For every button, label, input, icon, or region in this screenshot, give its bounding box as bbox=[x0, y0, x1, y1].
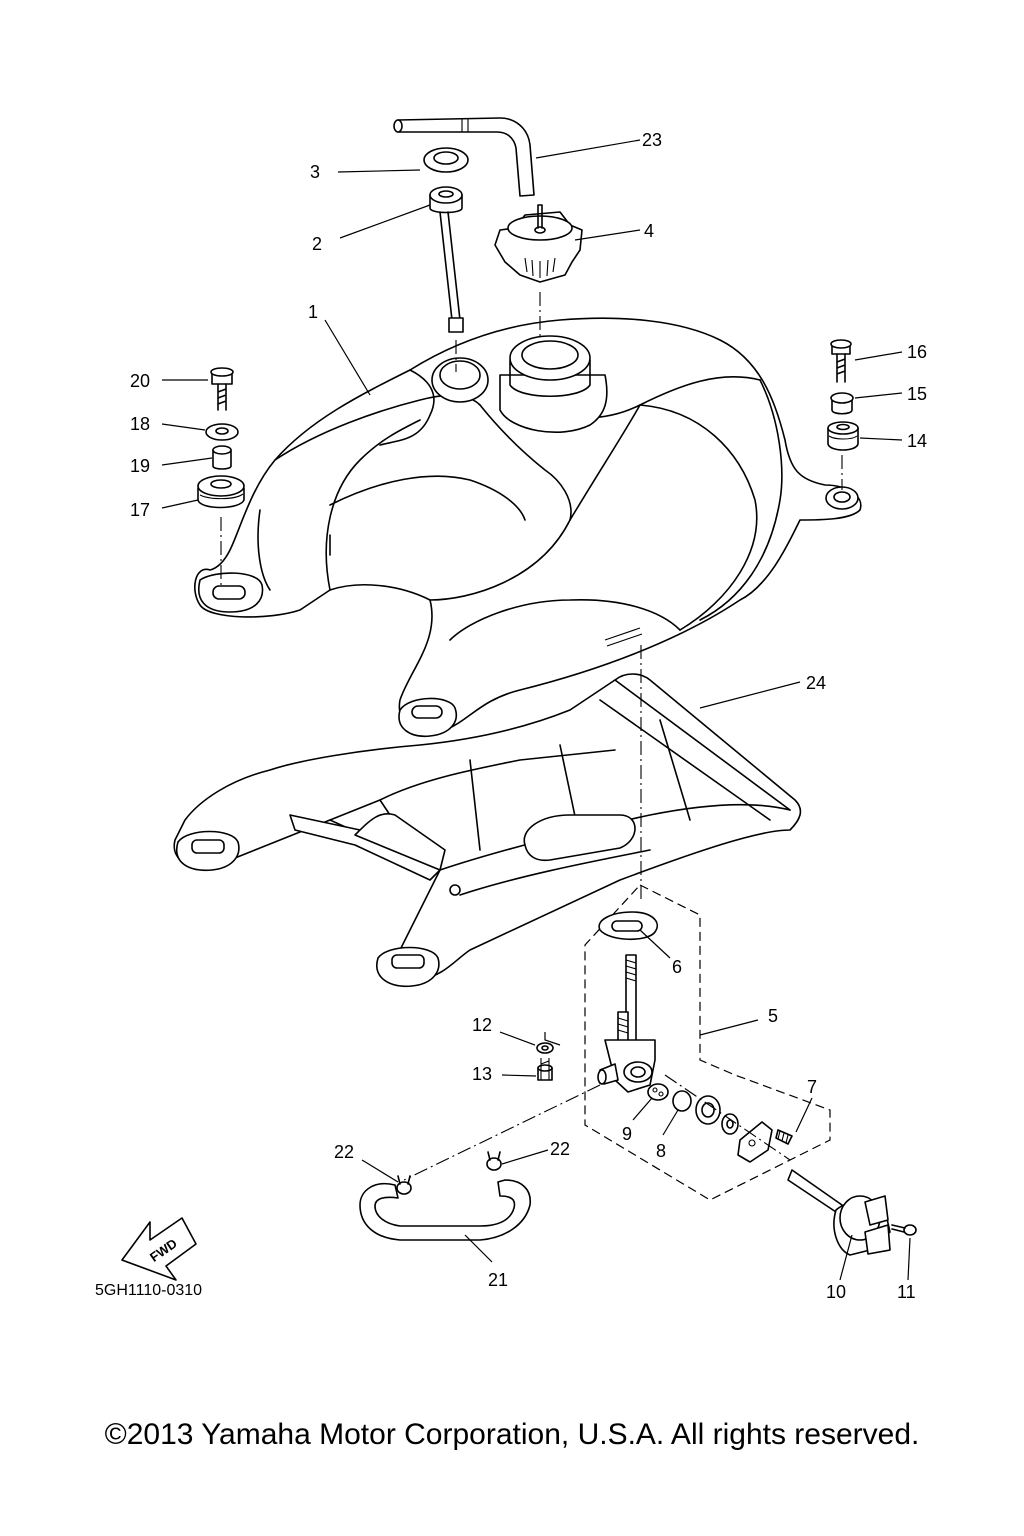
callout-18: 18 bbox=[130, 414, 150, 434]
callout-1: 1 bbox=[308, 302, 318, 322]
callout-10: 10 bbox=[826, 1282, 846, 1302]
callout-15: 15 bbox=[907, 384, 927, 404]
fuel-hose bbox=[359, 1151, 531, 1241]
callout-20: 20 bbox=[130, 371, 150, 391]
fuel-cap bbox=[494, 204, 583, 283]
callout-11: 11 bbox=[897, 1282, 916, 1302]
copyright-notice: ©2013 Yamaha Motor Corporation, U.S.A. A… bbox=[104, 1418, 920, 1451]
callout-14: 14 bbox=[907, 431, 927, 451]
leader-lines bbox=[161, 139, 911, 1281]
callout-21: 21 bbox=[488, 1270, 508, 1290]
callout-23: 23 bbox=[642, 130, 662, 150]
callout-12: 12 bbox=[472, 1015, 492, 1035]
callout-9: 9 bbox=[622, 1124, 632, 1144]
fuel-tank bbox=[194, 317, 862, 737]
callout-22-left: 22 bbox=[334, 1142, 354, 1162]
fuel-gauge bbox=[423, 147, 469, 333]
left-mount-hardware bbox=[197, 367, 245, 509]
callout-17: 17 bbox=[130, 500, 150, 520]
right-mount-hardware bbox=[827, 339, 859, 451]
callout-19: 19 bbox=[130, 456, 150, 476]
tank-bracket bbox=[173, 673, 802, 987]
callout-13: 13 bbox=[472, 1064, 492, 1084]
callout-6: 6 bbox=[672, 957, 682, 977]
callout-24: 24 bbox=[806, 673, 826, 693]
callout-5: 5 bbox=[768, 1006, 778, 1026]
callout-16: 16 bbox=[907, 342, 927, 362]
callout-4: 4 bbox=[644, 221, 654, 241]
callout-labels: 1 2 3 4 5 6 7 8 9 10 11 12 13 14 15 16 1… bbox=[130, 130, 927, 1302]
callout-7: 7 bbox=[807, 1077, 817, 1097]
callout-22-right: 22 bbox=[550, 1139, 570, 1159]
callout-8: 8 bbox=[656, 1141, 666, 1161]
callout-3: 3 bbox=[310, 162, 320, 182]
fuel-cock-assembly bbox=[536, 884, 917, 1256]
drawing-code: 5GH1110-0310 bbox=[95, 1282, 202, 1299]
breather-hose bbox=[393, 117, 535, 197]
callout-2: 2 bbox=[312, 234, 322, 254]
forward-arrow-icon: FWD bbox=[121, 1217, 197, 1281]
assembly-lines bbox=[220, 292, 843, 1181]
